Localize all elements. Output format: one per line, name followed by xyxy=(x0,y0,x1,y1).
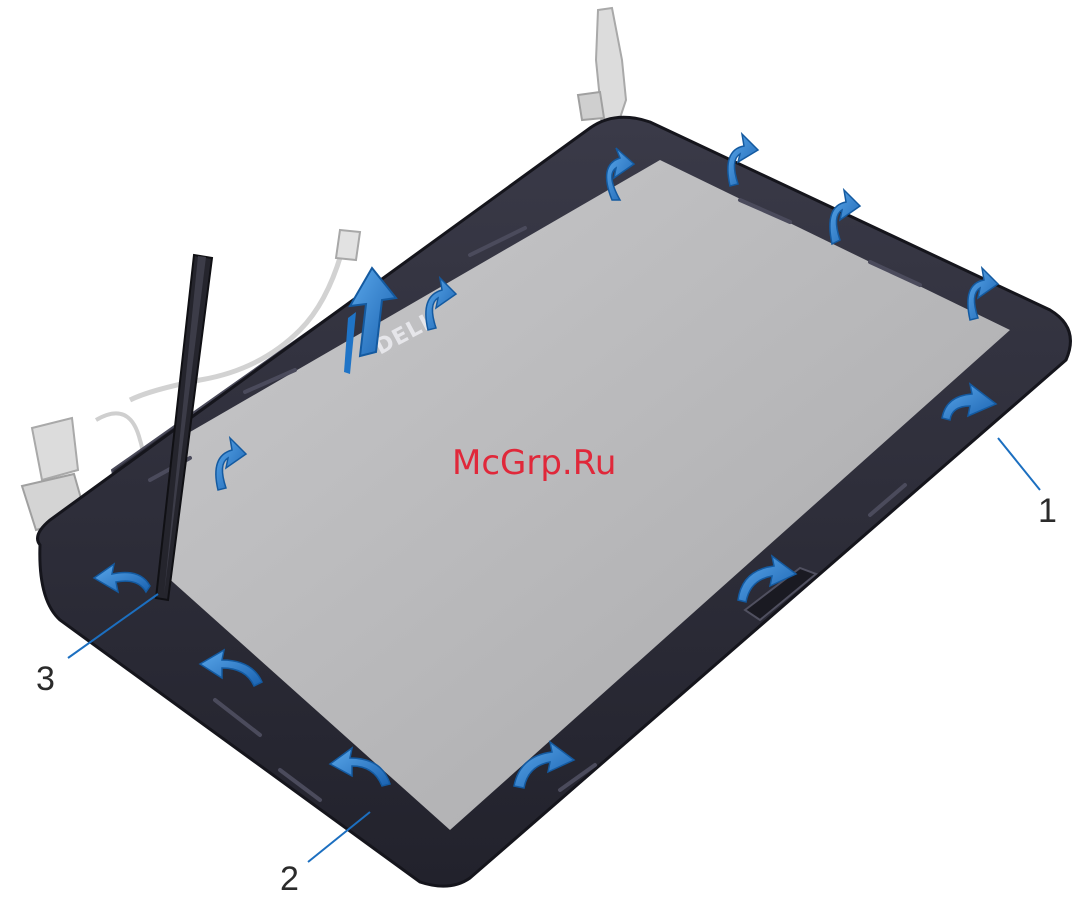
callout-label-2: 2 xyxy=(280,860,299,898)
callout-label-1: 1 xyxy=(1038,492,1057,530)
callout-line-1 xyxy=(998,438,1040,490)
callout-label-3: 3 xyxy=(36,660,55,698)
hinge-top-icon xyxy=(578,8,626,132)
watermark-text: McGrp.Ru xyxy=(452,443,616,483)
